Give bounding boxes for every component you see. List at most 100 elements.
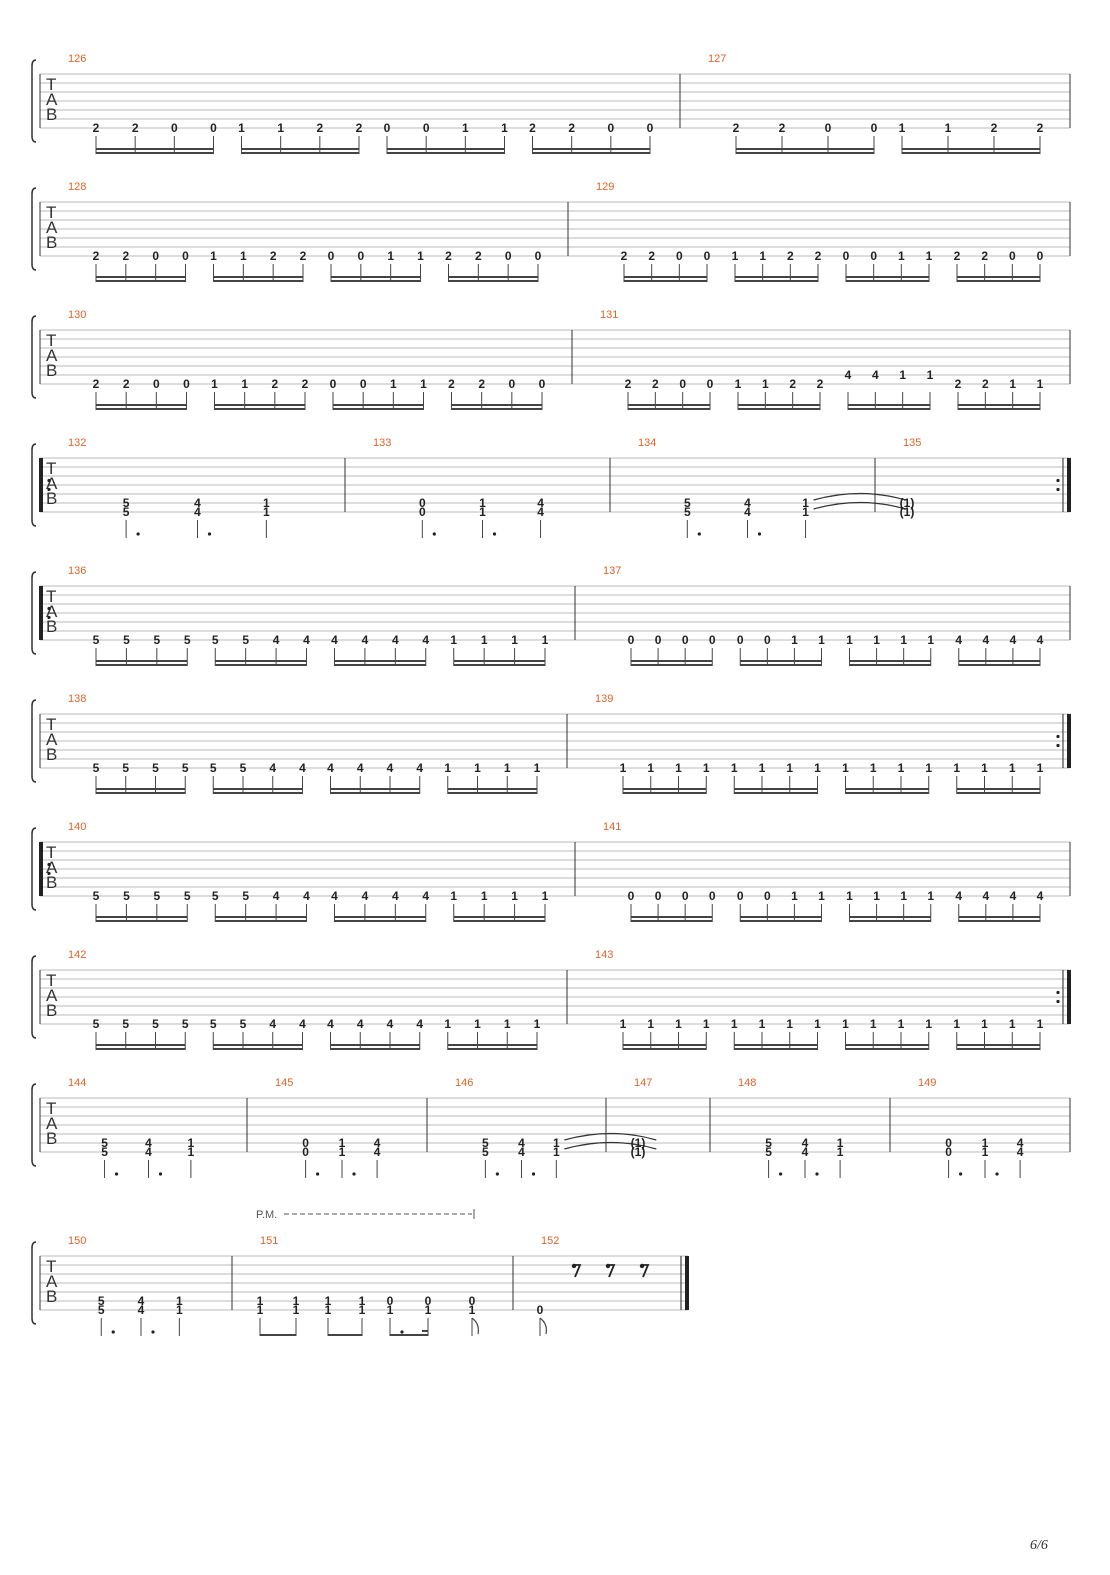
fret-number: 4 [392,633,399,647]
fret-number: 1 [814,1017,821,1031]
fret-number: 5 [242,889,249,903]
fret-number: 5 [212,889,219,903]
fret-number: 0 [647,121,654,135]
repeat-end-thick [1067,970,1071,1024]
fret-number: 1 [241,377,248,391]
repeat-dot [47,615,51,620]
tab-clef-letter: B [46,361,57,380]
fret-number: 0 [945,1136,952,1150]
fret-number: (1) [900,496,915,510]
measure-number: 140 [68,821,86,833]
fret-number: 5 [152,761,159,775]
fret-number: 1 [293,1303,300,1317]
tab-clef-letter: A [46,1272,58,1291]
fret-number: 1 [870,761,877,775]
repeat-dot [47,478,51,483]
fret-number: 0 [469,1294,476,1308]
fret-number: 4 [273,889,280,903]
fret-number: 4 [982,889,989,903]
fret-number: 4 [802,1145,809,1159]
system-bracket [31,699,37,783]
fret-number: 1 [534,761,541,775]
fret-number: 0 [709,889,716,903]
fret-number: 1 [873,889,880,903]
fret-number: 0 [183,377,190,391]
fret-number: 1 [462,121,469,135]
fret-number: 1 [926,249,933,263]
fret-number: 4 [518,1136,525,1150]
fret-number: 2 [1037,121,1044,135]
tab-clef-letter: T [46,587,56,606]
fret-number: 5 [122,761,129,775]
rhythm-dot [779,1172,783,1176]
rhythm-dot [697,532,701,536]
repeat-dot [47,871,51,876]
rhythm-dot [352,1172,356,1176]
fret-number: 1 [647,1017,654,1031]
fret-number: 1 [899,368,906,382]
fret-number: 2 [789,377,796,391]
fret-number: 1 [263,496,270,510]
tab-clef-letter: T [46,459,56,478]
fret-number: 4 [299,1017,306,1031]
fret-number: 2 [621,249,628,263]
tab-clef-letter: T [46,1099,56,1118]
system-bracket [31,315,37,399]
tie-arc [813,501,906,510]
rhythm-dot [111,1330,115,1334]
fret-number: 5 [212,633,219,647]
tab-clef-letter: A [46,346,58,365]
tab-clef-letter: A [46,1114,58,1133]
page-number: 6/6 [1030,1538,1048,1553]
rhythm-dot [531,1172,536,1176]
fret-number: 2 [316,121,323,135]
fret-number: 0 [655,889,662,903]
fret-number: 1 [1009,377,1016,391]
fret-number: 1 [675,761,682,775]
eighth-rest-dot [605,1263,611,1269]
fret-number: 1 [814,761,821,775]
fret-number: 0 [843,249,850,263]
fret-number: 0 [423,121,430,135]
tab-clef-letter: B [46,873,57,892]
fret-number: 5 [93,889,100,903]
fret-number: 0 [171,121,178,135]
fret-number: 1 [732,249,739,263]
fret-number: 4 [138,1303,145,1317]
fret-number: 0 [704,249,711,263]
fret-number: 2 [625,377,632,391]
tab-clef-letter: T [46,843,56,862]
fret-number: 2 [300,249,307,263]
tie-arc [564,1132,657,1141]
repeat-dot [1056,734,1060,739]
fret-number: 0 [328,249,335,263]
measure-number: 152 [541,1235,559,1247]
fret-number: 0 [737,889,744,903]
fret-number: 2 [445,249,452,263]
measure-number: 139 [595,693,613,705]
fret-number: 1 [293,1294,300,1308]
fret-number: 1 [818,889,825,903]
tab-clef-letter: T [46,715,56,734]
tab-clef-letter: T [46,203,56,222]
system-bracket [31,827,37,911]
fret-number: 4 [982,633,989,647]
fret-number: 0 [682,889,689,903]
fret-number: 1 [238,121,245,135]
fret-number: 4 [1017,1145,1024,1159]
measure-number: 133 [373,437,391,449]
tab-clef-letter: A [46,730,58,749]
fret-number: 1 [469,1303,476,1317]
fret-number: 4 [1037,633,1044,647]
fret-number: 5 [93,633,100,647]
tab-clef-letter: T [46,331,56,350]
fret-number: 0 [302,1136,309,1150]
fret-number: 0 [384,121,391,135]
fret-number: 4 [299,761,306,775]
fret-number: 0 [682,633,689,647]
fret-number: 5 [153,889,160,903]
fret-number: 1 [759,761,766,775]
tab-clef-letter: T [46,75,56,94]
fret-number: 0 [535,249,542,263]
fret-number: 1 [620,1017,627,1031]
